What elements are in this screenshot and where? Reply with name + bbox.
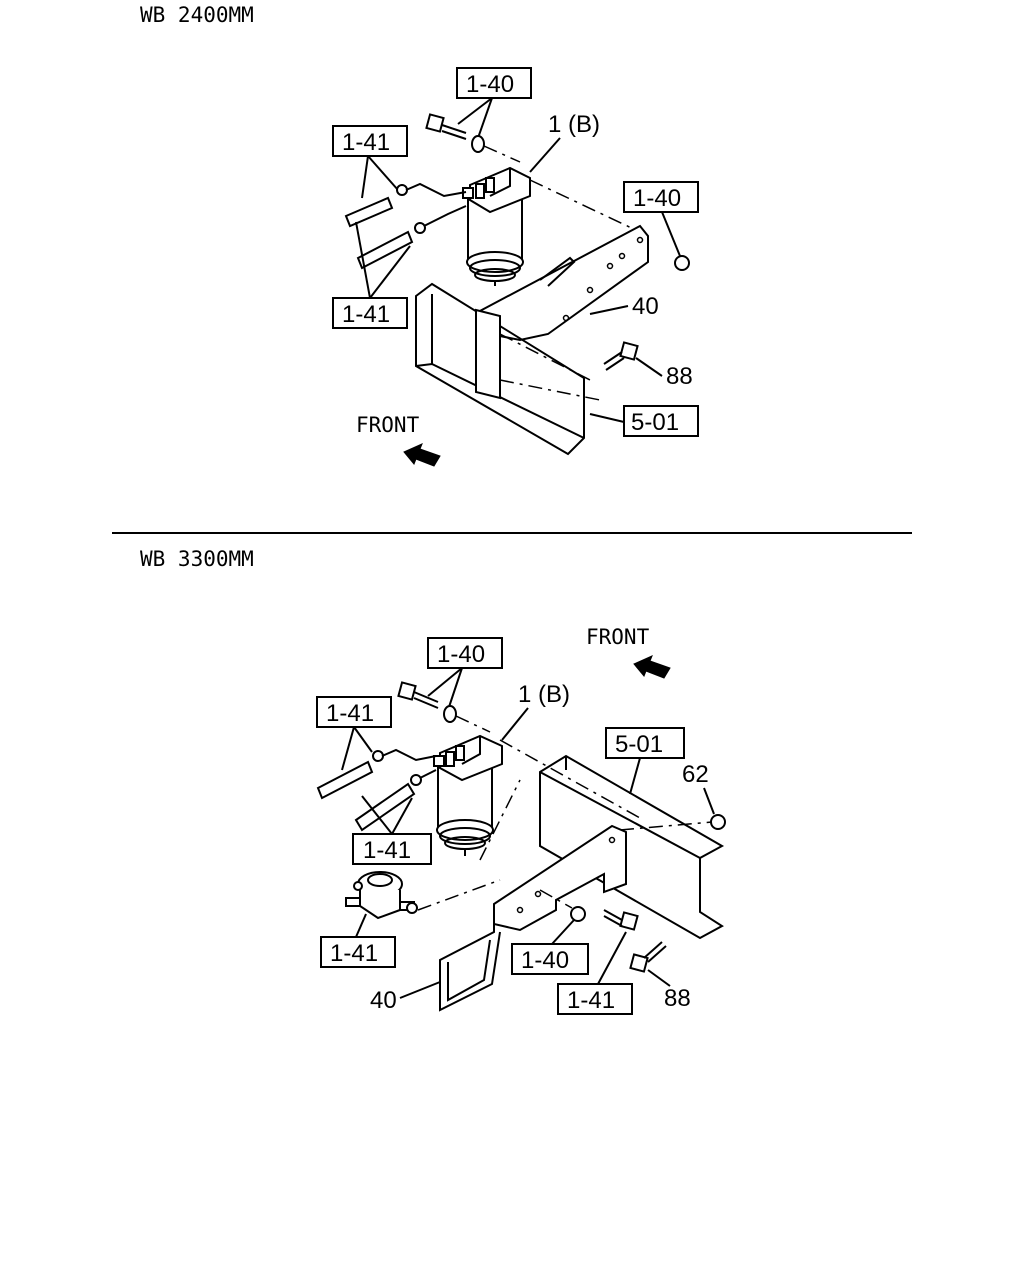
frame-rail [415, 282, 601, 456]
svg-text:1-41: 1-41 [342, 301, 390, 328]
priming-pump [345, 779, 521, 920]
callout-1b: 1 (B) [518, 681, 570, 708]
callout-88: 88 [664, 985, 691, 1012]
front-label: FRONT [356, 413, 420, 437]
callout-1-41-low: 1-41 [567, 987, 615, 1014]
callout-40: 40 [370, 987, 397, 1014]
diagram-title: WB 2400MM [140, 3, 254, 27]
svg-text:1-41: 1-41 [330, 940, 378, 967]
svg-text:5-01: 5-01 [615, 731, 663, 758]
callout-62: 62 [682, 761, 709, 788]
nut-1-40: 1-40 [511, 889, 589, 975]
callout-1-41-lower: 1-41 [332, 221, 411, 329]
svg-text:1-40: 1-40 [437, 641, 485, 668]
diagram-title: WB 3300MM [140, 547, 254, 571]
nut-62: 62 [619, 761, 726, 831]
bolt-and-washer [397, 681, 491, 733]
svg-text:5-01: 5-01 [631, 409, 679, 436]
svg-text:1-41: 1-41 [342, 129, 390, 156]
fuel-filter-assembly [462, 166, 531, 286]
callout-1-41-upper: 1-41 [316, 696, 392, 771]
bracket-40: 40 [370, 824, 627, 1014]
front-arrow-icon [633, 655, 671, 679]
svg-text:1-41: 1-41 [326, 700, 374, 727]
svg-text:1-40: 1-40 [633, 185, 681, 212]
callout-1-40-top: 1-40 [456, 67, 532, 139]
bolt-1-41: 1-41 [557, 909, 639, 1015]
front-arrow-icon [403, 443, 441, 467]
callout-5-01: 5-01 [589, 405, 699, 437]
fuel-filter-assembly [433, 734, 503, 856]
callout-40: 40 [632, 293, 659, 320]
callout-1-40-right: 1-40 [529, 179, 699, 271]
callout-1-41-mid: 1-41 [352, 795, 432, 865]
callout-1-41-left: 1-41 [320, 913, 396, 968]
svg-text:1-40: 1-40 [466, 71, 514, 98]
hose-pieces [316, 748, 437, 832]
callout-1b: 1 (B) [548, 111, 600, 138]
bolt-and-washer [425, 113, 521, 163]
front-label: FRONT [586, 625, 650, 649]
hose-pieces [344, 182, 467, 270]
bolt-88: 88 [603, 341, 693, 390]
callout-1-41-upper: 1-41 [332, 125, 408, 199]
callout-5-01: 5-01 [605, 727, 685, 795]
diagram-wb-2400: WB 2400MM 1-40 1 (B) [140, 3, 699, 467]
callout-1-40-low: 1-40 [521, 947, 569, 974]
svg-text:1-41: 1-41 [363, 837, 411, 864]
bolt-88: 88 [629, 941, 691, 1012]
callout-88: 88 [666, 363, 693, 390]
diagram-wb-3300: WB 3300MM FRONT 1-40 1 (B) [140, 547, 726, 1015]
callout-1-40-top: 1-40 [427, 637, 503, 711]
